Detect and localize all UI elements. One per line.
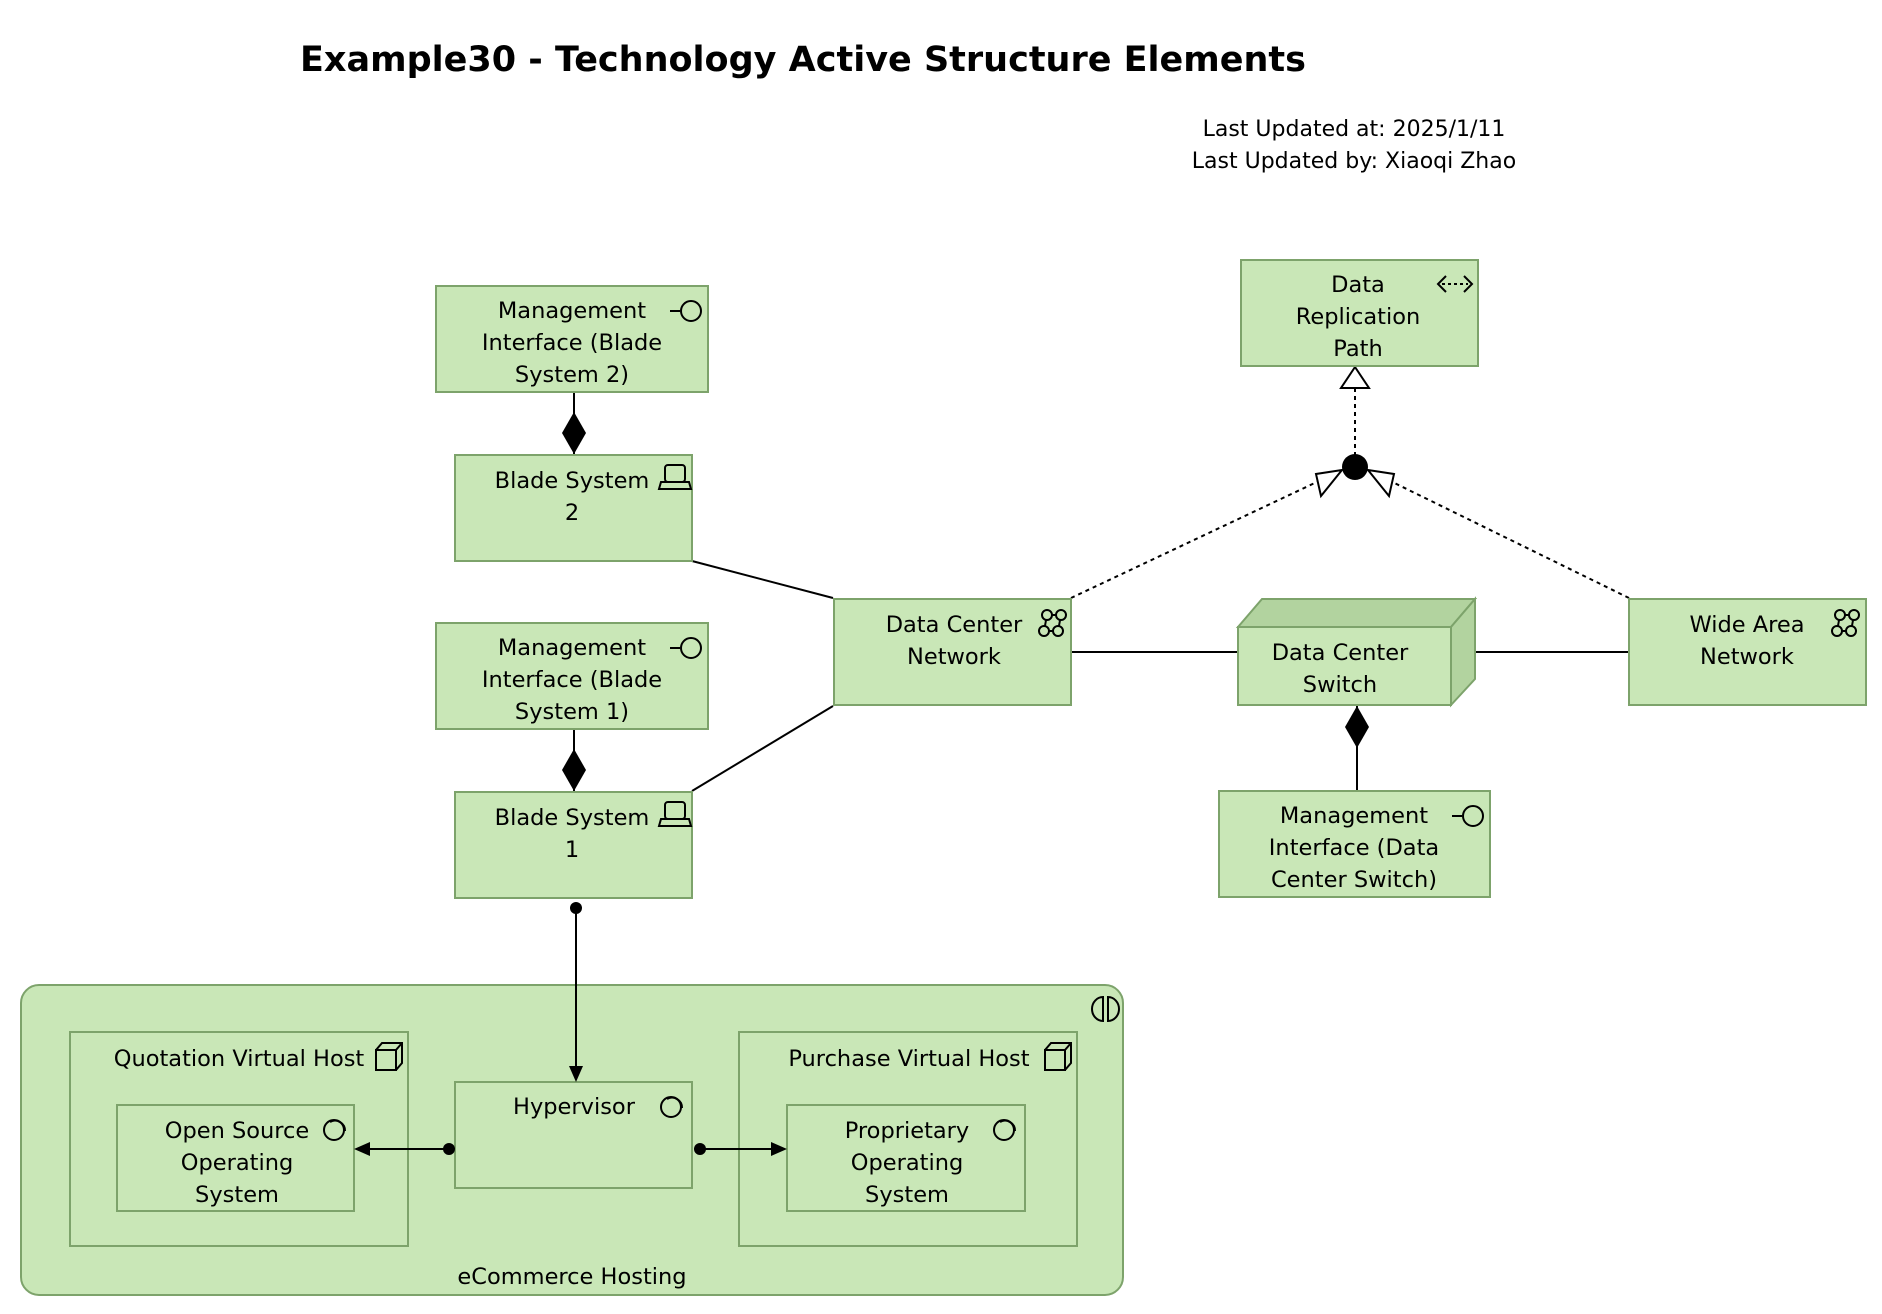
element-label: Interface (Blade xyxy=(482,667,662,693)
assignment-arrowhead xyxy=(354,1142,370,1156)
element-label: System 2) xyxy=(515,362,629,388)
network-icon xyxy=(1831,609,1860,637)
element-label: System xyxy=(865,1182,949,1208)
element-label: Data Center xyxy=(886,612,1023,638)
element-label: Replication xyxy=(1296,304,1421,330)
realization-arrowhead xyxy=(1314,468,1345,499)
element-mgmt-interface-bs2[interactable]: Management Interface (Blade System 2) xyxy=(435,285,709,393)
element-label: System xyxy=(195,1182,279,1208)
assignment-connections xyxy=(354,902,787,1156)
element-open-source-os[interactable]: Open Source Operating System xyxy=(116,1104,355,1212)
connections xyxy=(562,365,1630,792)
element-label: Network xyxy=(907,644,1001,670)
element-box xyxy=(833,598,1072,706)
element-box xyxy=(1218,790,1491,898)
element-label: Open Source xyxy=(165,1118,310,1144)
element-label: Wide Area xyxy=(1689,612,1804,638)
element-label: Path xyxy=(1333,336,1382,362)
element-label: 1 xyxy=(565,837,579,863)
element-label: Operating xyxy=(851,1150,964,1176)
element-box xyxy=(1628,598,1867,706)
interface-icon xyxy=(670,637,702,659)
last-updated-by: Last Updated by: Xiaoqi Zhao xyxy=(1192,149,1516,174)
node-top xyxy=(1235,598,1478,628)
element-label: Switch xyxy=(1303,672,1377,698)
element-label: Operating xyxy=(181,1150,294,1176)
system-software-icon xyxy=(323,1119,347,1141)
element-label: Data xyxy=(1331,272,1385,298)
element-box xyxy=(435,622,709,730)
composition-diamond xyxy=(1345,706,1369,748)
path-icon xyxy=(1436,275,1474,293)
composition-diamond xyxy=(562,412,586,454)
element-label: Management xyxy=(1280,803,1428,829)
assignment-arrowhead xyxy=(771,1142,787,1156)
association-line xyxy=(691,560,834,599)
element-wide-area-network[interactable]: Wide Area Network xyxy=(1628,598,1867,706)
element-data-center-network[interactable]: Data Center Network xyxy=(833,598,1072,706)
element-box xyxy=(454,791,693,899)
element-label: Management xyxy=(498,635,646,661)
last-updated-at: Last Updated at: 2025/1/11 xyxy=(1203,117,1506,142)
element-label: Data Center xyxy=(1272,640,1409,666)
element-label: 2 xyxy=(565,500,579,526)
element-label: Proprietary xyxy=(845,1118,970,1144)
system-software-icon xyxy=(660,1096,684,1118)
realization-line xyxy=(1070,471,1339,599)
system-software-icon xyxy=(993,1119,1017,1141)
element-data-replication-path[interactable]: Data Replication Path xyxy=(1240,259,1479,367)
interface-icon xyxy=(670,300,702,322)
composition-diamond xyxy=(562,749,586,791)
element-label: Blade System xyxy=(495,468,650,494)
element-data-center-switch[interactable]: Data Center Switch xyxy=(1235,596,1478,708)
element-blade-system-2[interactable]: Blade System 2 xyxy=(454,454,693,562)
element-box xyxy=(454,1081,693,1189)
element-proprietary-os[interactable]: Proprietary Operating System xyxy=(786,1104,1026,1212)
element-label: Management xyxy=(498,298,646,324)
element-label: Interface (Blade xyxy=(482,330,662,356)
element-box xyxy=(786,1104,1026,1212)
element-label: eCommerce Hosting xyxy=(457,1264,686,1290)
network-icon xyxy=(1038,609,1067,637)
page-title: Example30 - Technology Active Structure … xyxy=(300,40,1306,80)
element-box xyxy=(454,454,693,562)
element-label: Purchase Virtual Host xyxy=(788,1046,1029,1072)
element-label: Network xyxy=(1700,644,1794,670)
device-icon xyxy=(657,464,693,490)
realization-line xyxy=(1371,471,1630,599)
element-mgmt-interface-dcs[interactable]: Management Interface (Data Center Switch… xyxy=(1218,790,1491,898)
realization-arrowhead xyxy=(1339,365,1371,389)
element-box xyxy=(1237,626,1452,706)
element-label: System 1) xyxy=(515,699,629,725)
element-label: Center Switch) xyxy=(1271,867,1437,893)
element-label: Interface (Data xyxy=(1269,835,1439,861)
collaboration-icon xyxy=(1091,995,1120,1023)
junction xyxy=(1342,454,1368,480)
element-mgmt-interface-bs1[interactable]: Management Interface (Blade System 1) xyxy=(435,622,709,730)
interface-icon xyxy=(1452,805,1484,827)
element-box xyxy=(1240,259,1479,367)
assignment-arrowhead xyxy=(569,1066,583,1082)
device-icon xyxy=(657,801,693,827)
association-line xyxy=(691,705,834,792)
node-icon xyxy=(1044,1042,1072,1071)
node-icon xyxy=(375,1042,403,1071)
element-label: Quotation Virtual Host xyxy=(114,1046,365,1072)
element-label: Hypervisor xyxy=(513,1094,636,1120)
element-label: Blade System xyxy=(495,805,650,831)
element-hypervisor[interactable]: Hypervisor xyxy=(454,1081,693,1189)
element-blade-system-1[interactable]: Blade System 1 xyxy=(454,791,693,899)
realization-arrowhead xyxy=(1365,468,1396,499)
element-box xyxy=(116,1104,355,1212)
element-box xyxy=(435,285,709,393)
